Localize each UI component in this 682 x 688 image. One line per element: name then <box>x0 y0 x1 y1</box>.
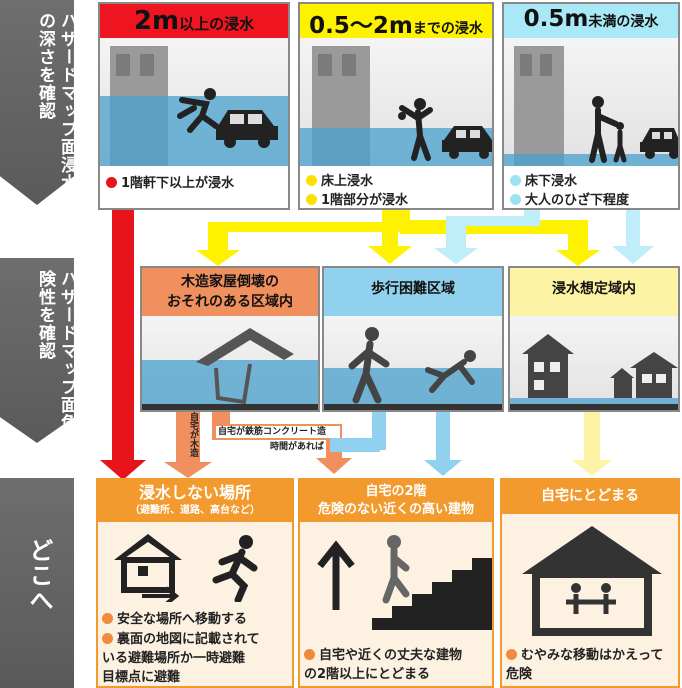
depth-bullet-2-2: 1階部分が浸水 <box>306 191 408 208</box>
risk-panel-3: 浸水想定域内 <box>508 266 680 412</box>
car-icon <box>442 126 492 159</box>
home-stay-icon <box>522 526 662 636</box>
collapsing-house-icon <box>196 328 294 404</box>
swept-person-icon <box>177 88 219 133</box>
label-rc-home: 自宅が鉄筋コンクリート造 <box>216 426 340 438</box>
car-icon <box>216 110 278 148</box>
side-label-depth-text: ハザードマップ面浸水の深さを確認 <box>35 12 77 192</box>
depth-bullet-3-1: 床下浸水 <box>510 172 577 191</box>
risk-panel-2: 歩行困難区域 <box>322 266 504 412</box>
depth-bullet-3-2: 大人のひざ下程度 <box>510 191 629 208</box>
where-bullet-1-2: 裏面の地図に記載されて いる避難場所か一時避難 目標点に避難 <box>102 632 260 685</box>
label-wooden-home: 自宅が木造 <box>188 412 198 457</box>
struggling-person-icon <box>348 327 390 404</box>
where-header-1: 浸水しない場所 （避難所、道路、高台など） <box>98 480 292 522</box>
risk-header-2: 歩行困難区域 <box>324 268 502 316</box>
where-bullet-3-1: むやみな移動はかえって 危険 <box>506 648 664 682</box>
where-panel-1: 浸水しない場所 （避難所、道路、高台など） 安全な場所へ移動する 裏面の地図に記… <box>96 478 294 688</box>
falling-person-icon <box>425 350 476 393</box>
where-title-1: 浸水しない場所 <box>138 483 251 502</box>
where-panel-2: 自宅の2階 危険のない近くの高い建物 自宅や近くの丈夫な建物 の2階以上にとどま… <box>298 478 494 688</box>
depth-panel-3: 0.5m未満の浸水 床下浸水 大人のひざ下程度 <box>502 2 680 210</box>
up-arrow-icon <box>317 540 355 610</box>
houses-icon <box>522 334 678 398</box>
flood-illustration-3 <box>504 38 678 166</box>
where-header-3: 自宅にとどまる <box>502 480 678 514</box>
depth-header-3: 0.5m未満の浸水 <box>504 4 678 38</box>
depth-bullet-1-1: 1階軒下以上が浸水 <box>106 174 234 193</box>
flood-zone-illustration <box>510 316 678 410</box>
depth-bullet-2-1: 床上浸水 <box>306 172 373 191</box>
depth-title-big-3: 0.5m <box>523 6 589 32</box>
side-label-risk: ハザードマップ面危険性を確認 <box>0 258 77 443</box>
where-bullet-2-1: 自宅や近くの丈夫な建物 の2階以上にとどまる <box>304 648 463 682</box>
flood-illustration-2 <box>300 38 492 166</box>
flood-illustration-1 <box>100 38 288 166</box>
person-helping-icon <box>398 98 433 161</box>
where-bullet-1-1: 安全な場所へ移動する <box>102 610 247 629</box>
stairs-climbing-icon <box>372 535 492 630</box>
depth-title-big-2: 0.5〜2m <box>309 13 413 39</box>
depth-header-2: 0.5〜2mまでの浸水 <box>300 4 492 39</box>
where-panel-3: 自宅にとどまる むやみな移動はかえって 危険 <box>500 478 680 688</box>
running-person-icon <box>212 535 258 602</box>
depth-title-big-1: 2m <box>133 6 180 36</box>
depth-header-1: 2m以上の浸水 <box>100 4 288 38</box>
label-if-time: 時間があれば <box>268 442 327 453</box>
depth-panel-2: 0.5〜2mまでの浸水 床上浸水 1階部分が浸水 <box>298 2 494 210</box>
depth-title-small-2: までの浸水 <box>412 21 483 37</box>
side-label-risk-text: ハザードマップ面危険性を確認 <box>35 270 77 432</box>
collapse-illustration <box>142 316 318 410</box>
depth-title-small-1: 以上の浸水 <box>179 15 255 33</box>
depth-panel-1: 2m以上の浸水 1階軒下以上が浸水 <box>98 2 290 210</box>
risk-panel-1: 木造家屋倒壊の おそれのある区域内 <box>140 266 320 412</box>
side-label-where-text: どこへ <box>25 538 53 613</box>
home-evacuate-icon <box>114 534 182 602</box>
side-label-depth: ハザードマップ面浸水の深さを確認 <box>0 0 77 205</box>
risk-header-3: 浸水想定域内 <box>510 268 678 316</box>
risk-header-1: 木造家屋倒壊の おそれのある区域内 <box>142 268 318 316</box>
side-label-where: どこへ <box>0 478 74 688</box>
adult-child-icon <box>589 96 627 163</box>
walking-difficulty-illustration <box>324 316 502 410</box>
car-icon <box>640 128 678 159</box>
where-subtitle-1: （避難所、道路、高台など） <box>130 505 260 516</box>
depth-title-small-3: 未満の浸水 <box>588 14 659 30</box>
where-header-2: 自宅の2階 危険のない近くの高い建物 <box>300 480 492 522</box>
